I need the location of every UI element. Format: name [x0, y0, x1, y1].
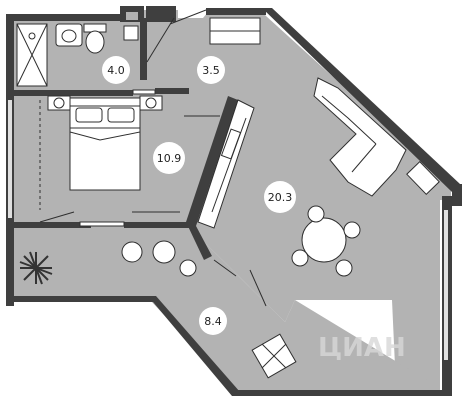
door-bedroom-2: [39, 211, 75, 223]
terrace-table: [152, 240, 176, 264]
walls: [6, 6, 462, 396]
dining-table: [301, 217, 347, 263]
bedroom-living-wall: [186, 96, 238, 226]
door-bathroom: [146, 17, 175, 63]
area-living-kitchen: 20.3: [268, 191, 293, 204]
room-labels: 4.0 3.5 10.9 20.3 8.4: [102, 56, 296, 335]
pillow-right: [107, 107, 135, 123]
terrace-diagonal: [148, 296, 240, 396]
side-cabinet: [406, 160, 440, 196]
shower-diagonal-2: [16, 23, 48, 87]
diagonal-outer-wall: [262, 8, 460, 192]
sink-basin: [61, 29, 77, 43]
label-terrace: 8.4: [199, 307, 227, 335]
shaft-block-2: [146, 6, 176, 22]
sofa-cushions: [321, 95, 377, 173]
label-bathroom: 4.0: [102, 56, 130, 84]
lamp-left: [53, 97, 65, 109]
ac-cross-2: [261, 343, 287, 369]
bathroom-fixtures: [16, 23, 139, 87]
shower-drain: [28, 32, 36, 40]
window-left: [8, 100, 12, 218]
terrace-furniture: [121, 240, 297, 379]
pillow-left: [75, 107, 103, 123]
terrace-chair-1: [121, 241, 143, 263]
partition-diagonal: [186, 222, 212, 260]
terrace-bottom-left: [13, 296, 153, 302]
bedroom-wall-bottom: [13, 222, 91, 228]
chair-1: [307, 205, 325, 223]
window-right: [444, 210, 448, 360]
plant-icon: [19, 251, 53, 285]
right-outer-wall: [452, 184, 462, 206]
chair-4: [291, 249, 309, 267]
bathroom-wall-bottom: [13, 90, 133, 96]
top-wall-right: [206, 8, 266, 15]
bed-headboard: [69, 97, 141, 107]
terrace-bottom: [232, 390, 446, 396]
label-living-kitchen: 20.3: [264, 181, 296, 213]
blanket-fold: [69, 127, 141, 141]
watermark-text: ЦИАН: [318, 333, 406, 363]
terrace-chair-2: [179, 259, 197, 277]
label-bedroom: 10.9: [153, 142, 185, 174]
bedroom-wall-bottom-2: [124, 222, 196, 228]
door-hall: [169, 9, 207, 25]
door-living: [249, 269, 267, 307]
terrace-floor: [13, 230, 440, 392]
washing-machine: [123, 25, 139, 41]
living-furniture: [197, 17, 440, 277]
door-frame-bath: [132, 89, 156, 95]
area-hallway: 3.5: [202, 64, 220, 77]
bathroom-wall-bottom-2: [155, 88, 189, 94]
bathroom-wall-right: [140, 18, 147, 80]
chair-3: [335, 259, 353, 277]
top-wall-left: [6, 14, 122, 21]
area-bathroom: 4.0: [107, 64, 125, 77]
toilet-bowl: [85, 30, 105, 54]
area-terrace: 8.4: [204, 315, 222, 328]
doors: [39, 9, 267, 307]
label-hallway: 3.5: [197, 56, 225, 84]
hob: [220, 128, 242, 160]
bedroom-furniture: [39, 95, 163, 210]
shaft-inner: [126, 12, 138, 20]
lamp-right: [145, 97, 157, 109]
sofa: [313, 77, 407, 197]
chair-2: [343, 221, 361, 239]
door-terrace-2: [213, 259, 237, 277]
door-frame-bedroom: [79, 221, 125, 227]
area-bedroom: 10.9: [157, 152, 182, 165]
